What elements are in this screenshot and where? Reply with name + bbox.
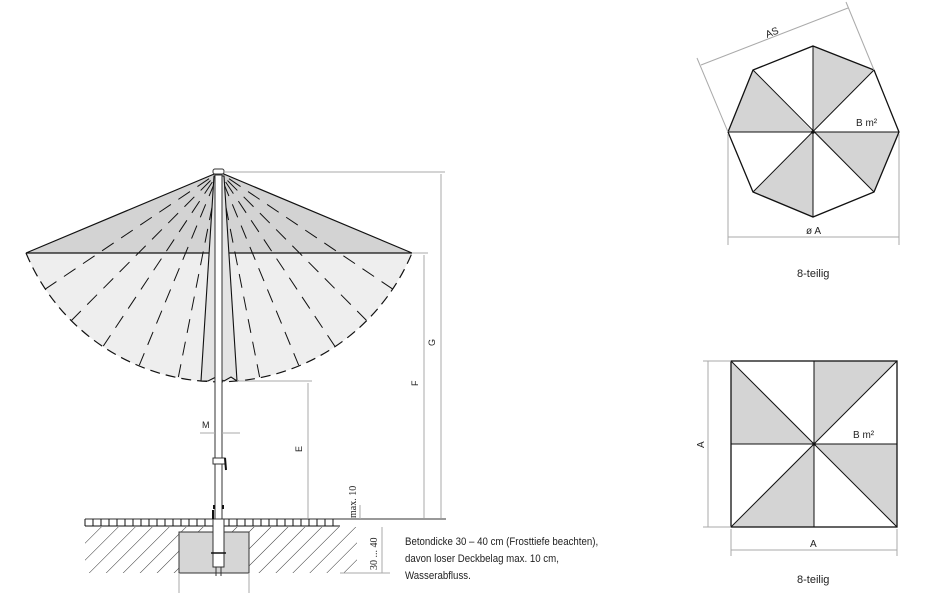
note-line: Wasserabfluss. <box>405 570 471 582</box>
octagon-view: AS B m² ø A 8-teilig <box>696 1 900 280</box>
side-view: M E F G max. 10 30 ... 40 <box>25 168 446 593</box>
label-area: B m² <box>856 118 878 129</box>
clamp-lever <box>224 457 227 471</box>
foundation-note: Betondicke 30 – 40 cm (Frosttiefe beacht… <box>405 534 598 585</box>
pole-top-cap <box>212 168 225 175</box>
label-max-10: max. 10 <box>348 486 359 518</box>
label-m: M <box>202 420 210 430</box>
label-side-vertical: A <box>696 441 707 448</box>
label-g: G <box>427 339 437 346</box>
canopy-rib <box>225 181 336 347</box>
label-diameter: ø A <box>806 226 821 237</box>
label-area: B m² <box>853 430 875 441</box>
ground-sleeve <box>212 518 225 568</box>
canopy-rib <box>177 183 218 378</box>
caption-octagon: 8-teilig <box>797 268 829 280</box>
canopy-rib <box>138 182 215 366</box>
octagon-panel-shaded <box>753 132 813 217</box>
label-f: F <box>410 380 420 386</box>
canopy-rib <box>228 178 393 290</box>
label-as: AS <box>764 25 781 40</box>
label-side-horizontal: A <box>810 539 817 550</box>
caption-square: 8-teilig <box>797 574 829 586</box>
pole-clamp <box>212 457 226 465</box>
octagon-panel-shaded <box>813 132 899 192</box>
canopy-rib <box>223 182 300 366</box>
octagon-panel-shaded <box>728 70 813 132</box>
canopy-rib <box>102 181 213 347</box>
label-e: E <box>294 446 304 452</box>
octagon-panel-shaded <box>813 46 874 132</box>
pole <box>214 174 223 521</box>
canopy-rib <box>71 180 211 321</box>
canopy-rib <box>220 183 261 378</box>
note-line: davon loser Deckbelag max. 10 cm, <box>405 553 559 565</box>
canopy-ribs <box>45 178 393 378</box>
square-view: B m² A A 8-teilig <box>696 360 898 586</box>
label-depth: 30 ... 40 <box>369 538 380 571</box>
canopy-rib <box>45 178 210 290</box>
canopy-rib <box>227 180 367 321</box>
note-line: Betondicke 30 – 40 cm (Frosttiefe beacht… <box>405 536 599 548</box>
